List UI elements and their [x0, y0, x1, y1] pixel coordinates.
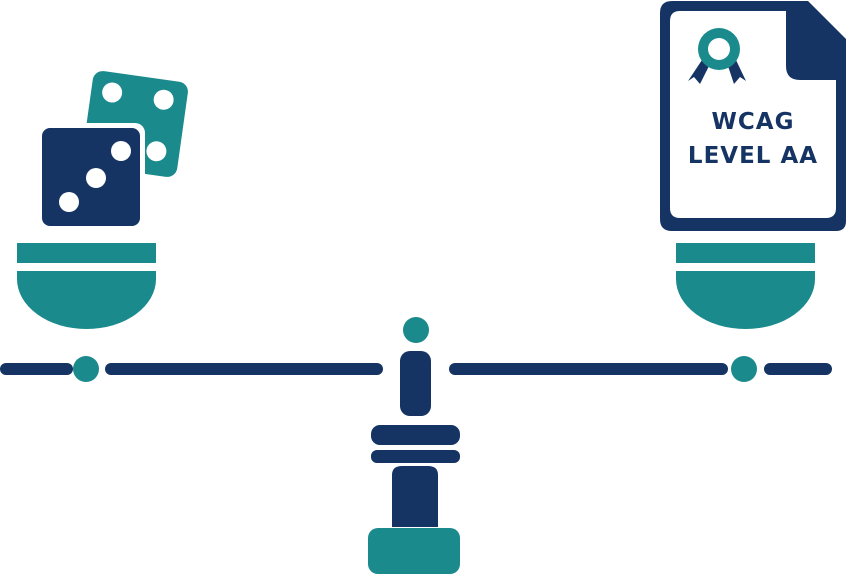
certificate-icon: WCAG LEVEL AA: [660, 1, 846, 231]
stand-column: [392, 466, 438, 527]
certificate-line1: WCAG: [712, 109, 795, 135]
right-scale-pan: [676, 243, 815, 329]
stand-collar-top: [371, 425, 460, 445]
scale-beam: [0, 356, 832, 382]
stand-base: [368, 528, 460, 574]
balance-scale-icon: [368, 317, 460, 574]
stand-collar-bottom: [371, 450, 460, 463]
stand-neck: [400, 351, 431, 416]
top-knob: [403, 317, 429, 343]
award-ribbon-icon: [688, 28, 746, 84]
right-pivot-dot: [731, 356, 757, 382]
navy-die: [37, 123, 145, 231]
certificate-line2: LEVEL AA: [688, 143, 818, 169]
left-pivot-dot: [73, 356, 99, 382]
dice-icon: [37, 71, 188, 231]
left-scale-pan: [17, 243, 156, 329]
